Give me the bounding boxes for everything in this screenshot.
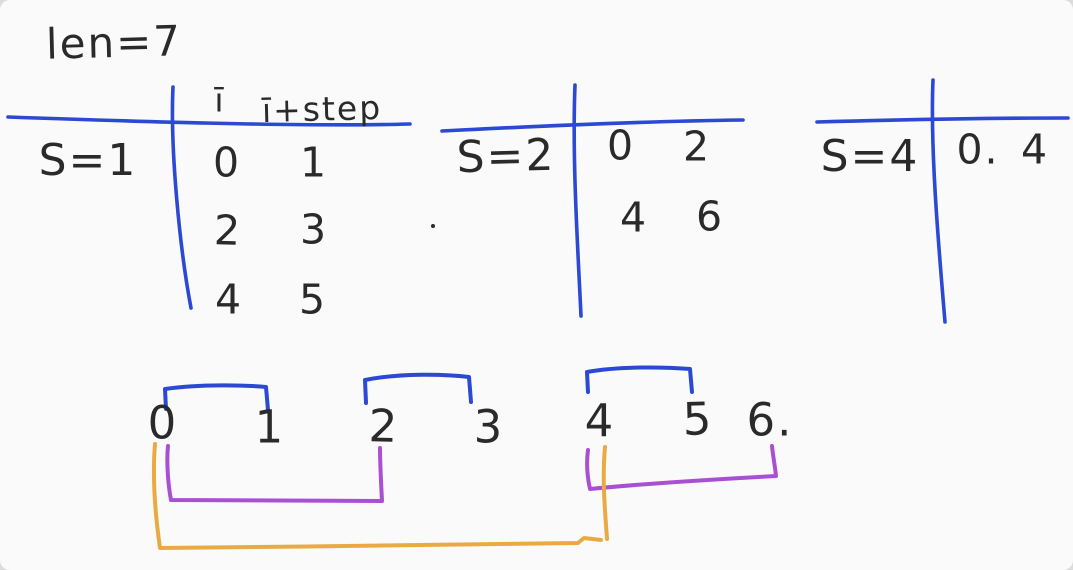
numberline-digit-0: 0	[147, 396, 179, 450]
table-s4-label: S=4	[820, 131, 920, 182]
table-s2-cell-r0c1: 2	[682, 122, 712, 171]
outer-bracket-0-4-bottom	[151, 442, 603, 550]
table-s1-axis-vertical	[170, 85, 193, 310]
table-s2-axis-horizontal	[440, 118, 745, 133]
merge-bracket-4-6	[585, 444, 778, 491]
table-s4-cell-r0c0: 0.	[956, 125, 1000, 174]
numberline-digit-2: 2	[367, 399, 401, 453]
numberline-digit-4: 4	[584, 394, 616, 448]
table-s2-axis-vertical	[572, 83, 583, 318]
table-s1-cell-r2c1: 5	[298, 275, 328, 324]
table-s1-cell-r0c0: 0	[212, 138, 242, 187]
table-s2-cell-r1c0: 4	[619, 193, 649, 242]
pair-bracket-2-3	[363, 372, 473, 405]
table-s1-label: S=1	[38, 135, 138, 186]
table-s4-axis-horizontal	[815, 116, 1070, 124]
table-s1-header-i-step: ī+step	[261, 87, 383, 131]
table-s4-cell-r0c1: 4	[1020, 125, 1050, 174]
stray-dot	[431, 224, 435, 228]
table-s1-cell-r0c1: 1	[299, 138, 329, 187]
numberline-digit-6: 6.	[746, 393, 794, 447]
numberline-digit-1: 1	[254, 400, 286, 454]
pair-bracket-0-1	[163, 383, 270, 412]
pair-bracket-4-5	[585, 365, 694, 394]
table-s2-cell-r0c0: 0	[606, 121, 636, 170]
table-s1-cell-r2c0: 4	[214, 275, 244, 324]
outer-bracket-0-4-right	[601, 445, 609, 541]
table-s2-label: S=2	[455, 129, 557, 184]
numberline-digit-3: 3	[473, 400, 505, 454]
table-s1-cell-r1c1: 3	[299, 205, 329, 254]
table-s1-header-i: ī	[214, 80, 226, 120]
table-s1-axis-horizontal	[6, 115, 412, 127]
len-label: len=7	[45, 16, 183, 69]
numberline-digit-5: 5	[681, 392, 715, 446]
merge-bracket-0-2	[165, 444, 384, 503]
table-s1-cell-r1c0: 2	[213, 206, 243, 255]
table-s4-axis-vertical	[930, 78, 947, 324]
table-s2-cell-r1c1: 6	[695, 192, 725, 241]
